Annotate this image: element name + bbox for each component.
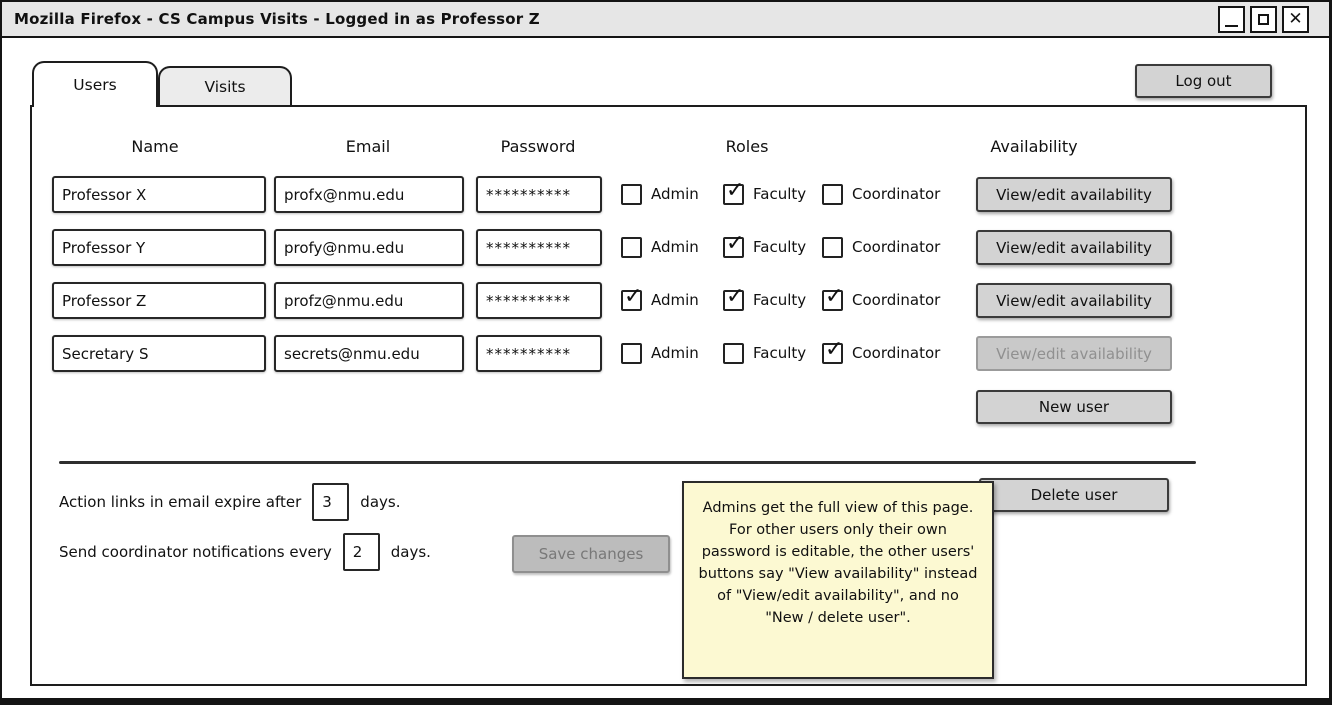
tab-users[interactable]: Users xyxy=(32,61,158,107)
coordinator-checkbox[interactable]: ✓ xyxy=(822,184,843,205)
view-edit-availability-button[interactable]: View/edit availability xyxy=(976,336,1172,371)
minimize-icon xyxy=(1225,25,1238,27)
column-header-roles: Roles xyxy=(725,137,769,156)
save-changes-button[interactable]: Save changes xyxy=(512,535,670,573)
checkmark-icon: ✓ xyxy=(726,284,745,309)
notification-days-prefix: Send coordinator notifications every xyxy=(59,543,332,561)
password-input[interactable] xyxy=(476,176,602,213)
maximize-icon xyxy=(1258,14,1269,25)
faculty-checkbox[interactable]: ✓ xyxy=(723,343,744,364)
admin-checkbox[interactable]: ✓ xyxy=(621,343,642,364)
column-header-email: Email xyxy=(345,137,391,156)
admin-checkbox-label: Admin xyxy=(651,291,699,309)
admin-checkbox[interactable]: ✓ xyxy=(621,237,642,258)
password-input[interactable] xyxy=(476,335,602,372)
admin-checkbox[interactable]: ✓ xyxy=(621,284,642,311)
notification-days-input[interactable] xyxy=(342,533,380,571)
section-divider xyxy=(59,461,1196,464)
expire-days-setting: Action links in email expire after days. xyxy=(59,482,400,522)
checkmark-icon: ✓ xyxy=(825,337,844,362)
faculty-checkbox[interactable]: ✓ xyxy=(723,178,744,205)
email-input[interactable] xyxy=(274,282,464,319)
minimize-button[interactable] xyxy=(1218,6,1245,33)
name-input[interactable] xyxy=(52,282,266,319)
view-edit-availability-button[interactable]: View/edit availability xyxy=(976,230,1172,265)
coordinator-checkbox[interactable]: ✓ xyxy=(822,237,843,258)
coordinator-checkbox-label: Coordinator xyxy=(852,185,941,203)
window-controls: ✕ xyxy=(1218,6,1309,33)
notification-days-setting: Send coordinator notifications every day… xyxy=(59,531,431,573)
faculty-checkbox-label: Faculty xyxy=(753,344,807,362)
close-icon: ✕ xyxy=(1288,9,1303,29)
email-input[interactable] xyxy=(274,335,464,372)
close-button[interactable]: ✕ xyxy=(1282,6,1309,33)
faculty-checkbox-label: Faculty xyxy=(753,291,807,309)
name-input[interactable] xyxy=(52,335,266,372)
coordinator-checkbox[interactable]: ✓ xyxy=(822,337,843,364)
users-panel: Name Email Password Roles Availability ✓… xyxy=(30,105,1307,686)
faculty-checkbox[interactable]: ✓ xyxy=(723,284,744,311)
email-input[interactable] xyxy=(274,229,464,266)
maximize-button[interactable] xyxy=(1250,6,1277,33)
tab-visits[interactable]: Visits xyxy=(158,66,292,105)
coordinator-checkbox-label: Coordinator xyxy=(852,238,941,256)
coordinator-checkbox[interactable]: ✓ xyxy=(822,284,843,311)
annotation-note: Admins get the full view of this page. F… xyxy=(682,481,994,679)
faculty-checkbox-label: Faculty xyxy=(753,238,807,256)
column-header-availability: Availability xyxy=(990,137,1078,156)
view-edit-availability-button[interactable]: View/edit availability xyxy=(976,177,1172,212)
checkmark-icon: ✓ xyxy=(624,284,643,309)
faculty-checkbox[interactable]: ✓ xyxy=(723,231,744,258)
checkmark-icon: ✓ xyxy=(726,178,745,203)
admin-checkbox[interactable]: ✓ xyxy=(621,184,642,205)
tab-visits-label: Visits xyxy=(204,77,246,96)
password-input[interactable] xyxy=(476,282,602,319)
name-input[interactable] xyxy=(52,229,266,266)
coordinator-checkbox-label: Coordinator xyxy=(852,344,941,362)
delete-user-button[interactable]: Delete user xyxy=(979,478,1169,512)
logout-button[interactable]: Log out xyxy=(1135,64,1272,98)
view-edit-availability-button[interactable]: View/edit availability xyxy=(976,283,1172,318)
table-row: ✓ Admin ✓ Faculty ✓ Coordinator View/edi… xyxy=(32,229,1305,267)
window-title: Mozilla Firefox - CS Campus Visits - Log… xyxy=(14,10,540,28)
checkmark-icon: ✓ xyxy=(726,231,745,256)
expire-days-suffix: days. xyxy=(360,493,401,511)
table-row: ✓ Admin ✓ Faculty ✓ Coordinator View/edi… xyxy=(32,176,1305,214)
tab-users-label: Users xyxy=(73,76,117,94)
admin-checkbox-label: Admin xyxy=(651,238,699,256)
table-row: ✓ Admin ✓ Faculty ✓ Coordinator View/edi… xyxy=(32,335,1305,373)
admin-checkbox-label: Admin xyxy=(651,344,699,362)
checkmark-icon: ✓ xyxy=(825,284,844,309)
expire-days-prefix: Action links in email expire after xyxy=(59,493,302,511)
password-input[interactable] xyxy=(476,229,602,266)
table-row: ✓ Admin ✓ Faculty ✓ Coordinator View/edi… xyxy=(32,282,1305,320)
column-header-name: Name xyxy=(131,137,179,156)
faculty-checkbox-label: Faculty xyxy=(753,185,807,203)
new-user-button[interactable]: New user xyxy=(976,390,1172,424)
notification-days-suffix: days. xyxy=(390,543,431,561)
title-bar: Mozilla Firefox - CS Campus Visits - Log… xyxy=(2,2,1329,38)
name-input[interactable] xyxy=(52,176,266,213)
expire-days-input[interactable] xyxy=(312,483,350,521)
email-input[interactable] xyxy=(274,176,464,213)
admin-checkbox-label: Admin xyxy=(651,185,699,203)
coordinator-checkbox-label: Coordinator xyxy=(852,291,941,309)
column-header-password: Password xyxy=(500,137,576,156)
